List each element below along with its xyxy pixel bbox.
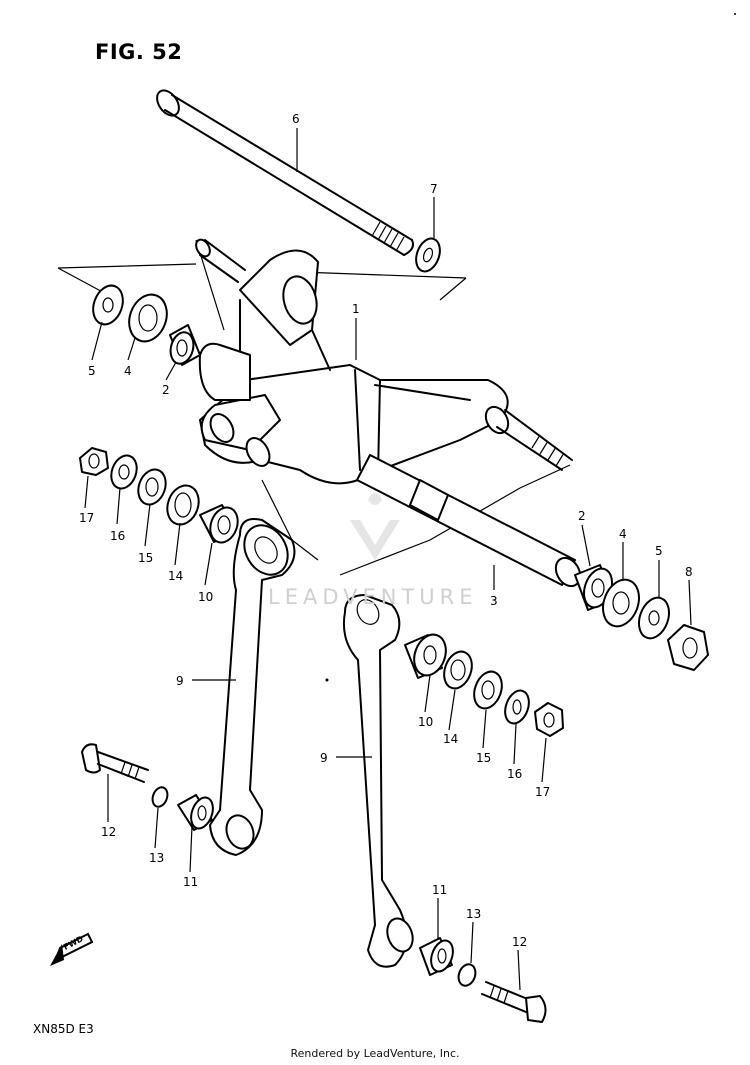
callout-16-upper: 16 (110, 529, 125, 543)
cushion-lever-1 (198, 249, 510, 485)
oil-seal-4-right (602, 578, 640, 628)
callout-12-right: 12 (512, 935, 527, 949)
callout-10-lower: 10 (418, 715, 433, 729)
callout-3: 3 (490, 594, 498, 608)
callout-14-lower: 14 (443, 732, 458, 746)
washer-7 (415, 237, 441, 273)
bearing-14-upper (166, 484, 200, 526)
nut-17-lower (534, 702, 564, 737)
callout-5-left: 5 (88, 364, 96, 378)
watermark-text: LEADVENTURE (268, 585, 478, 609)
callout-11-right: 11 (432, 883, 447, 897)
footer-credit: Rendered by LeadVenture, Inc. (290, 1047, 460, 1060)
washer-5-left (92, 284, 124, 326)
leader-lines (84, 128, 692, 991)
callout-16-lower: 16 (507, 767, 522, 781)
callout-labels: 6 7 1 5 4 2 17 16 15 14 10 2 4 5 8 3 9 1… (79, 112, 693, 949)
spacer-10-upper (199, 504, 239, 544)
callout-12-left: 12 (101, 825, 116, 839)
stray-dot (325, 678, 329, 682)
callout-17-lower: 17 (535, 785, 550, 799)
callout-2-left: 2 (162, 383, 170, 397)
cushion-rod-9-right (342, 594, 414, 968)
callout-8: 8 (685, 565, 693, 579)
leadventure-logo-icon (350, 492, 400, 560)
callout-15-lower: 15 (476, 751, 491, 765)
callout-9-left: 9 (176, 674, 184, 688)
dust-seal-15-upper (137, 468, 167, 506)
cushion-rod-9-left (209, 518, 296, 856)
callout-2-right: 2 (578, 509, 586, 523)
fwd-arrow-icon (50, 932, 94, 966)
nut-8 (667, 624, 709, 671)
bolt-12-right (481, 981, 547, 1023)
oil-seal-4-left (128, 293, 168, 343)
spacer-tube-3 (356, 454, 582, 588)
callout-13-right: 13 (466, 907, 481, 921)
bearing-14-lower (443, 650, 473, 690)
callout-6: 6 (292, 112, 300, 126)
callout-5-right: 5 (655, 544, 663, 558)
spacer-10-lower (404, 633, 447, 679)
washer-13-right (457, 963, 477, 987)
nut-17-upper (79, 447, 109, 476)
figure-title: FIG. 52 (95, 40, 183, 64)
callout-17-upper: 17 (79, 511, 94, 525)
washer-16-upper (110, 454, 138, 490)
callout-13-left: 13 (149, 851, 164, 865)
through-bolt-6 (156, 89, 414, 256)
washer-5-right (638, 596, 670, 640)
callout-14-upper: 14 (168, 569, 183, 583)
callout-10-upper: 10 (198, 590, 213, 604)
washer-13-left (151, 786, 169, 808)
bearing-2-left (169, 324, 201, 366)
callout-4-right: 4 (619, 527, 627, 541)
washer-16-lower (504, 689, 530, 725)
model-code: XN85D E3 (33, 1022, 94, 1036)
callout-1: 1 (352, 302, 360, 316)
alignment-lines (57, 239, 571, 576)
collar-11-right (419, 937, 454, 976)
callout-11-left: 11 (183, 875, 198, 889)
dust-seal-15-lower (473, 670, 503, 710)
callout-15-upper: 15 (138, 551, 153, 565)
lever-stud-bolt (195, 238, 573, 471)
callout-9-right: 9 (320, 751, 328, 765)
callout-4-left: 4 (124, 364, 132, 378)
collar-11-left (177, 794, 214, 831)
callout-7: 7 (430, 182, 438, 196)
bolt-12-left (81, 743, 149, 783)
corner-dot (734, 13, 736, 15)
